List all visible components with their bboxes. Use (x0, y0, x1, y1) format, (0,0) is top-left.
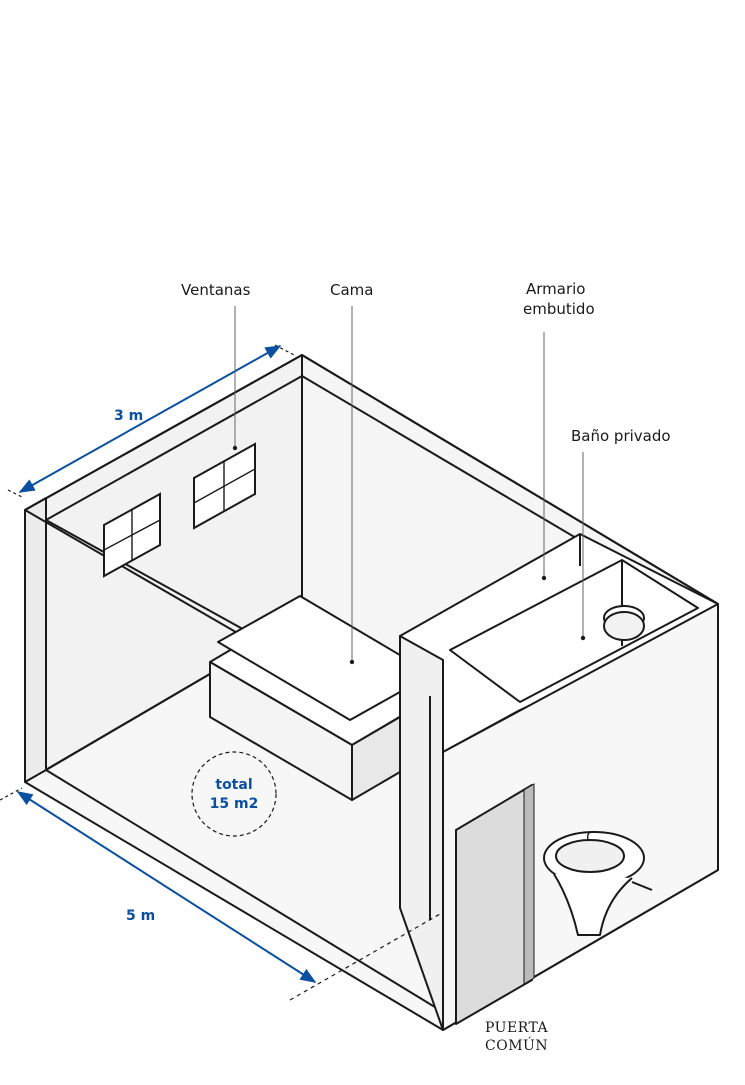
bed-label: Cama (330, 281, 373, 299)
total-area-label: total (215, 777, 252, 793)
windows-label: Ventanas (181, 281, 251, 299)
bathroom-callout: Baño privado (571, 427, 671, 641)
closet-bathroom-block (399, 533, 719, 1031)
closet-label-line1: Armario (526, 280, 585, 298)
left-wall (24, 497, 47, 783)
door-callout: PUERTA COMÚN (485, 1020, 549, 1054)
door-label-line2: COMÚN (485, 1036, 548, 1054)
width-dimension-label: 3 m (114, 408, 143, 424)
length-dimension-arrow (16, 791, 317, 983)
bed-callout: Cama (330, 281, 373, 665)
bed (209, 595, 441, 801)
width-dimension-arrow (18, 345, 282, 493)
length-dimension-label: 5 m (126, 908, 155, 924)
total-area-badge: total 15 m2 (191, 751, 277, 837)
common-door (455, 783, 535, 1025)
closet-callout: Armario embutido (523, 280, 595, 581)
dimension-extensions (0, 344, 441, 1001)
bathroom-label: Baño privado (571, 427, 671, 445)
total-area-value: 15 m2 (210, 796, 259, 812)
bath-fixture (603, 605, 645, 641)
window-left (103, 492, 161, 578)
door-label-line1: PUERTA (485, 1020, 549, 1036)
toilet (543, 830, 653, 936)
closet-label-line2: embutido (523, 300, 595, 318)
windows-callout: Ventanas (181, 281, 251, 451)
